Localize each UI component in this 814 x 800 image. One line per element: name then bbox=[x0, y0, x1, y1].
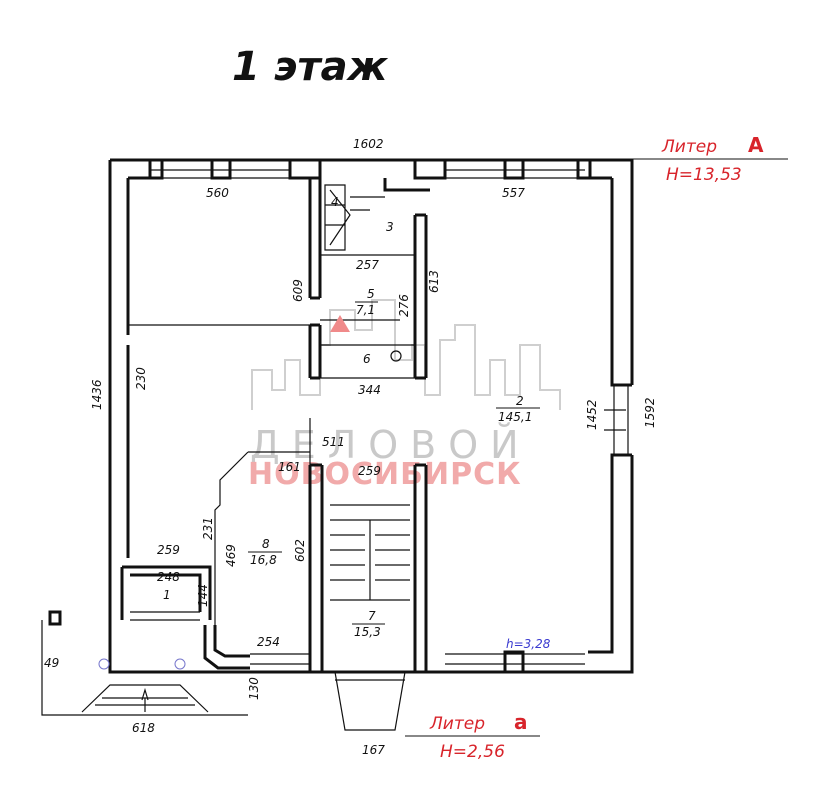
dim-right-inner: 1452 bbox=[585, 399, 599, 430]
liter-small: Литер а H=2,56 bbox=[405, 710, 540, 762]
liter-small-letter: а bbox=[514, 710, 528, 734]
dim-right-total: 1592 bbox=[643, 397, 657, 428]
liter-main-height: H=13,53 bbox=[666, 165, 742, 185]
dim-mid-259: 259 bbox=[358, 464, 381, 478]
dim-diag-231: 231 bbox=[201, 517, 215, 540]
liter-small-height: H=2,56 bbox=[440, 742, 505, 762]
room-5-number: 5 bbox=[367, 287, 375, 301]
dim-room1-144: 144 bbox=[196, 584, 210, 607]
interior-walls bbox=[41, 178, 430, 731]
dim-right-613: 613 bbox=[427, 270, 441, 293]
outer-walls bbox=[108, 158, 634, 674]
dim-room1-259: 259 bbox=[157, 543, 180, 557]
room-8-number: 8 bbox=[262, 537, 270, 551]
page-title: 1 этаж bbox=[232, 44, 389, 90]
dimensions: 1602 560 557 257 609 276 613 344 1436 23… bbox=[44, 137, 657, 757]
dim-room6-width: 344 bbox=[358, 383, 381, 397]
room-8-area: 16,8 bbox=[250, 553, 277, 567]
room-1-number: 1 bbox=[163, 588, 171, 602]
watermark-line2: НОВОСИБИРСК bbox=[248, 457, 522, 492]
dim-mid-161: 161 bbox=[278, 460, 301, 474]
dim-room5-height: 276 bbox=[397, 294, 411, 317]
dim-corridor-609: 609 bbox=[291, 279, 305, 302]
dim-room1-248: 248 bbox=[157, 570, 180, 584]
dim-mid-511: 511 bbox=[322, 435, 345, 449]
dim-left-window: 560 bbox=[206, 186, 229, 200]
room-6-number: 6 bbox=[363, 352, 371, 366]
room-2-area: 145,1 bbox=[498, 410, 532, 424]
dim-porch-130: 130 bbox=[247, 677, 261, 700]
dim-top-total: 1602 bbox=[353, 137, 384, 151]
dim-right-window: 557 bbox=[502, 186, 525, 200]
dim-room8-602: 602 bbox=[293, 539, 307, 562]
dim-porch-49: 49 bbox=[44, 656, 59, 670]
watermark-skyline bbox=[251, 299, 561, 410]
room-3-number: 3 bbox=[386, 220, 394, 234]
watermark-line1: ДЕЛОВОЙ bbox=[250, 423, 531, 467]
room-7-number: 7 bbox=[368, 609, 376, 623]
dim-porch-618: 618 bbox=[132, 721, 155, 735]
dim-bottom-254: 254 bbox=[257, 635, 280, 649]
liter-main-letter: А bbox=[748, 133, 764, 157]
room-4-number: 4 bbox=[331, 195, 339, 209]
dim-room8-469: 469 bbox=[224, 544, 238, 567]
liter-main: Литер А H=13,53 bbox=[630, 133, 788, 185]
dim-entry-167: 167 bbox=[362, 743, 385, 757]
liter-small-label: Литер bbox=[429, 714, 485, 734]
room-7-area: 15,3 bbox=[354, 625, 381, 639]
liter-main-label: Литер bbox=[661, 137, 717, 157]
dim-stair-width: 257 bbox=[356, 258, 379, 272]
dim-left-inner: 230 bbox=[134, 367, 148, 390]
room-2-number: 2 bbox=[516, 394, 524, 408]
dim-left-total: 1436 bbox=[90, 379, 104, 410]
ceiling-height: h=3,28 bbox=[506, 637, 551, 651]
room-5-area: 7,1 bbox=[356, 303, 375, 317]
room-labels: 1 2 145,1 3 4 5 7,1 6 7 15,3 8 16,8 h=3,… bbox=[163, 195, 551, 651]
